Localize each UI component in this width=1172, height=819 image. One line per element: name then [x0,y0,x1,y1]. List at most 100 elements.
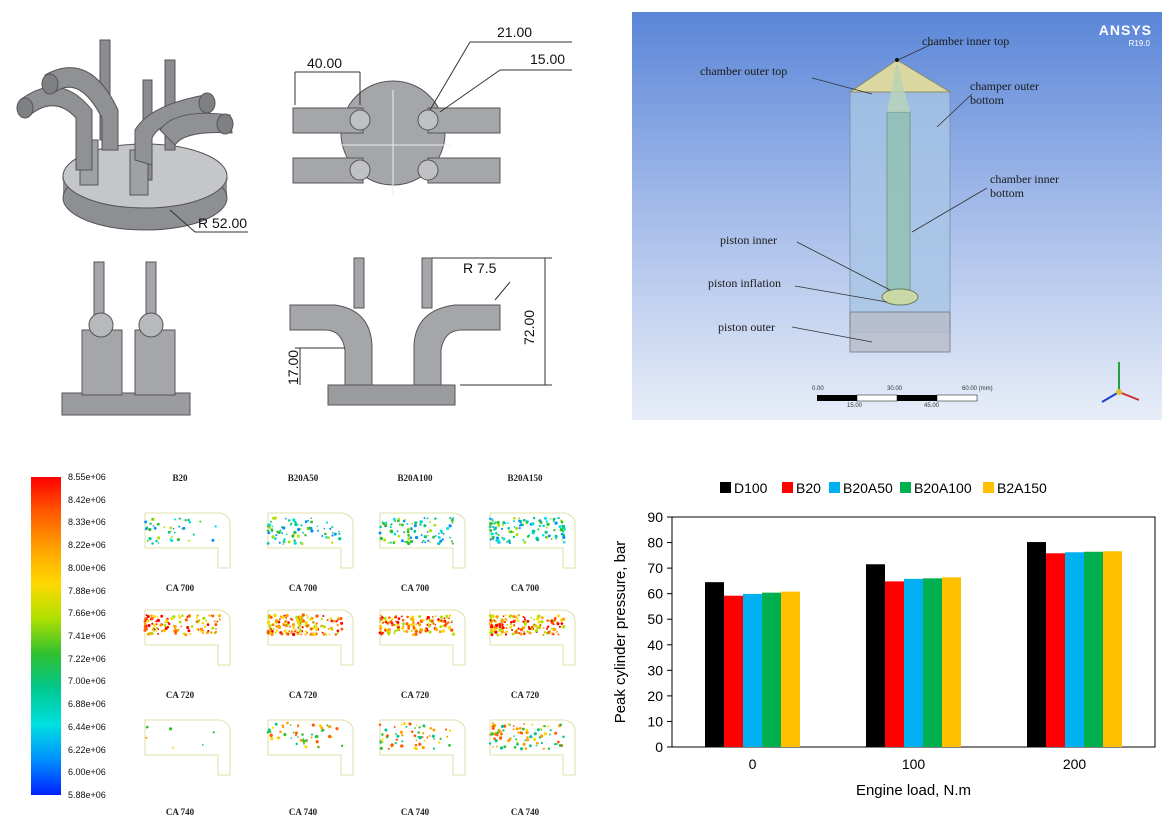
spray-droplet [401,622,405,626]
spray-droplet [555,631,558,633]
spray-droplet [267,531,271,535]
spray-droplet [155,620,158,623]
colorbar-label: 8.00e+06 [68,562,106,573]
spray-droplet [417,731,420,734]
spray-droplet [504,618,507,621]
spray-droplet [150,614,153,617]
spray-droplet [386,621,390,625]
legend-label-b20a100: B20A100 [914,480,972,496]
spray-droplet [526,630,529,633]
spray-droplet [383,538,387,542]
spray-droplet [490,732,494,736]
spray-droplet [434,615,437,617]
spray-droplet [557,633,560,636]
spray-droplet [511,530,515,534]
bar-b20a50 [743,593,762,747]
spray-droplet [214,623,218,627]
spray-droplet [181,614,184,617]
spray-droplet [331,534,334,537]
x-tick-label: 100 [902,756,926,772]
spray-droplet [322,614,325,618]
spray-droplet [279,529,282,532]
spray-droplet [539,734,544,738]
spray-droplet [423,535,428,539]
spray-droplet [431,615,434,618]
spray-droplet [513,520,516,523]
spray-contour-cell [488,719,576,776]
spray-droplet [303,742,305,745]
spray-droplet [499,633,502,636]
spray-droplet [325,536,328,539]
spray-droplet [446,735,449,738]
spray-droplet [410,623,414,627]
spray-droplet [186,625,190,630]
spray-droplet [496,520,500,524]
spray-droplet [443,617,446,620]
spray-droplet [401,523,404,527]
spray-droplet [148,536,152,541]
spray-droplet [406,615,409,619]
bar-b2a150 [781,591,800,747]
spray-droplet [293,539,296,542]
spray-droplet [176,628,180,632]
spray-droplet [281,616,285,619]
spray-droplet [295,618,299,622]
spray-droplet [515,727,519,731]
spray-droplet [507,723,510,726]
spray-droplet [389,526,392,529]
spray-droplet [504,631,507,634]
spray-droplet [153,628,156,631]
spray-droplet [546,625,550,628]
spray-crank-angle-label: CA 740 [400,807,430,817]
spray-droplet [271,726,275,729]
spray-droplet [504,633,508,636]
dim-17: 17.00 [285,350,301,385]
spray-droplet [551,632,555,636]
spray-droplet [412,625,415,628]
spray-droplet [502,524,505,527]
spray-droplet [532,516,536,520]
spray-droplet [497,540,500,544]
spray-droplet [292,626,296,630]
spray-droplet [428,735,431,737]
bar-b20 [724,595,743,747]
spray-droplet [407,537,411,541]
spray-droplet [279,631,281,634]
spray-droplet [489,631,492,634]
spray-crank-angle-label: CA 700 [288,583,318,593]
spray-droplet [386,629,389,632]
spray-droplet [528,744,532,748]
label-chamber-inner-top: chamber inner top [922,34,1010,48]
spray-droplet [329,617,333,620]
spray-droplet [321,728,325,732]
spray-droplet [489,522,493,526]
spray-droplet [283,629,287,633]
spray-droplet [439,624,443,629]
spray-droplet [508,541,511,545]
spray-droplet [510,620,513,624]
spray-droplet [403,630,406,633]
colorbar-label: 6.00e+06 [68,767,106,778]
spray-droplet [407,533,410,537]
spray-droplet [294,731,298,735]
spray-droplet [177,614,180,617]
spray-droplet [196,614,199,617]
spray-droplet [506,624,509,626]
spray-droplet [513,526,516,528]
spray-droplet [426,531,429,533]
spray-droplet [515,533,519,537]
spray-droplet [299,528,302,530]
spray-crank-angle-label: CA 720 [288,690,318,700]
spray-droplet [167,530,171,534]
spray-droplet [448,627,451,630]
spray-droplet [284,624,287,627]
spray-droplet [434,535,437,537]
spray-droplet [418,742,422,746]
spray-droplet [172,629,175,632]
spray-droplet [294,630,296,633]
spray-droplet [270,736,274,741]
spray-droplet [494,630,498,634]
spray-droplet [489,525,492,528]
spray-droplet [506,540,508,543]
spray-droplet [297,724,300,727]
